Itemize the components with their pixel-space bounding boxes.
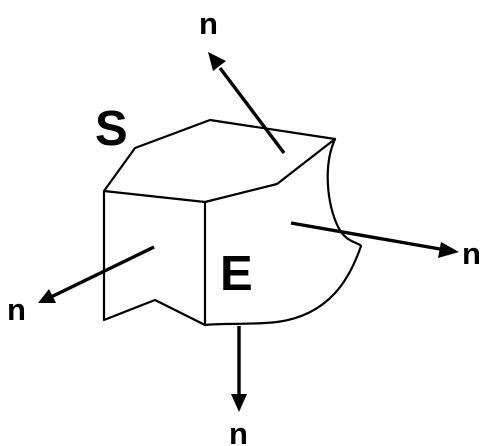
normal-vector-left [38,245,155,303]
normal-label-left: n [7,292,26,327]
normal-label-bottom: n [229,416,248,446]
volume-label: E [220,247,253,301]
normal-vector-bottom [231,326,247,412]
solid-body [102,118,363,327]
normal-vector-right [290,221,459,258]
top-face [102,118,337,204]
normal-vector-top [208,52,286,155]
normal-label-right: n [462,236,481,271]
surface-label: S [95,102,128,156]
left-face [102,189,207,327]
right-face [203,137,363,327]
normal-label-top: n [199,6,218,41]
